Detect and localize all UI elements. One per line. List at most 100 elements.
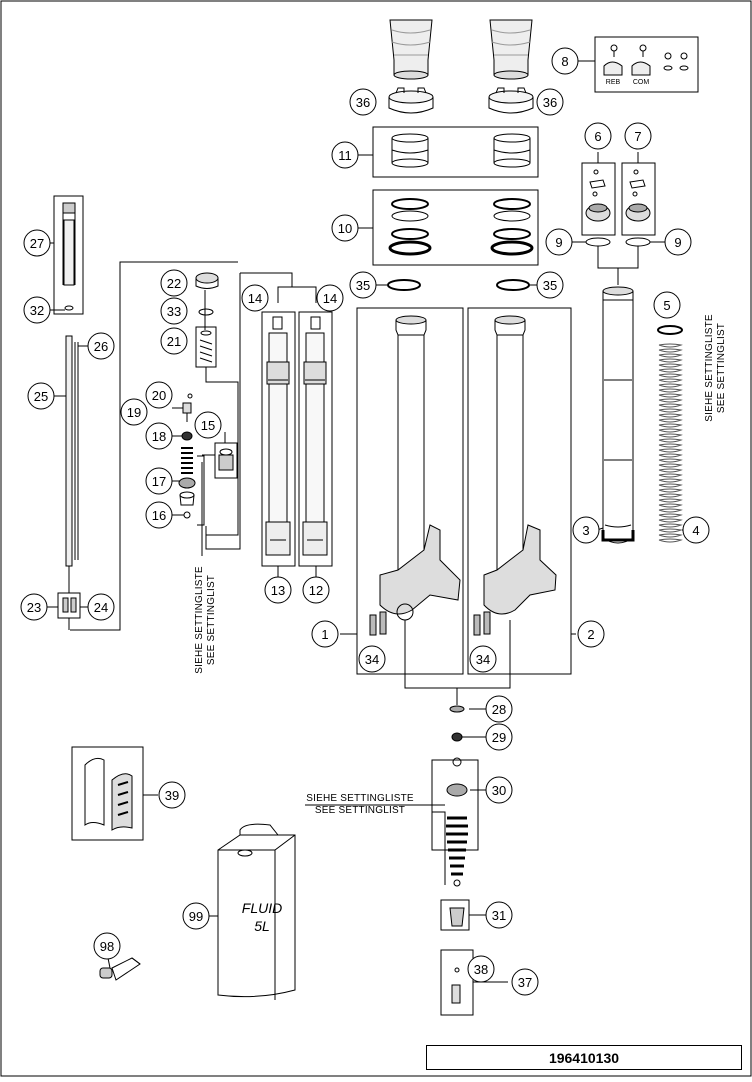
leader-20 — [205, 367, 239, 536]
setting-note-right-de: SIEHE SETTINGLISTE — [704, 314, 715, 422]
callout-label-c17: 17 — [152, 474, 166, 489]
callout-circle-c10 — [331, 214, 359, 242]
fork-protector-39 — [84, 757, 133, 831]
leader-6-7 — [597, 152, 639, 163]
callout-label-c20: 20 — [152, 388, 166, 403]
nut-16 — [183, 511, 191, 519]
cartridge-tube — [601, 286, 635, 544]
setting-note-vertical-en: SEE SETTINGLIST — [206, 575, 217, 665]
callout-circle-c28 — [485, 695, 513, 723]
callout-label-c9b: 9 — [674, 235, 681, 250]
callout-circle-c18 — [145, 422, 173, 450]
callout-circle-c13 — [264, 576, 292, 604]
callout-label-c12: 12 — [309, 583, 323, 598]
callout-label-c36b: 36 — [543, 95, 557, 110]
leader-9 — [572, 241, 665, 285]
bottom-valve-stack — [431, 705, 508, 1016]
callout-label-c4: 4 — [692, 523, 699, 538]
callout-label-c38: 38 — [474, 962, 488, 977]
callout-circle-c20 — [145, 381, 173, 409]
leader-98 — [107, 957, 111, 969]
inner-tubes — [265, 316, 328, 556]
callout-label-c3: 3 — [582, 523, 589, 538]
setting-note-bottom-de: SIEHE SETTINGLISTE — [306, 793, 414, 804]
callout-label-c23: 23 — [27, 600, 41, 615]
callout-label-c35a: 35 — [356, 278, 370, 293]
callout-circle-c38 — [467, 955, 495, 983]
callout-label-c34a: 34 — [365, 652, 379, 667]
nut-22 — [195, 272, 219, 289]
callout-circle-c30 — [485, 776, 513, 804]
callout-circle-c1 — [311, 620, 339, 648]
callout-circle-c8 — [551, 47, 579, 75]
callout-circle-c5 — [653, 291, 681, 319]
callout-circle-c31 — [485, 901, 513, 929]
callout-circle-c23 — [20, 593, 48, 621]
callout-label-c33: 33 — [167, 304, 181, 319]
callout-circle-c15 — [194, 411, 222, 439]
callout-label-c37: 37 — [518, 975, 532, 990]
callout-label-c2: 2 — [587, 627, 594, 642]
leader-12-13 — [277, 566, 317, 578]
callout-circle-c2 — [577, 620, 605, 648]
adjuster-knobs — [603, 44, 689, 76]
callout-label-c32: 32 — [30, 303, 44, 318]
callout-circle-c33 — [160, 297, 188, 325]
callout-label-c25: 25 — [34, 389, 48, 404]
fluid-can — [217, 823, 296, 1000]
callout-label-c39: 39 — [165, 788, 179, 803]
outer-tube-right — [473, 315, 557, 636]
valve-body — [179, 491, 195, 506]
callout-label-c19: 19 — [127, 405, 141, 420]
seal-ring-right — [496, 279, 530, 291]
callout-circle-c35a — [349, 271, 377, 299]
callout-label-c8: 8 — [561, 54, 568, 69]
seal-18 — [181, 431, 193, 441]
callout-circle-c34b — [469, 645, 497, 673]
oring-33 — [198, 308, 214, 316]
callout-label-c15: 15 — [201, 418, 215, 433]
callout-circle-c36a — [349, 88, 377, 116]
callout-label-c11: 11 — [338, 148, 352, 163]
callout-circle-c27 — [23, 229, 51, 257]
leader-25-26 — [54, 345, 88, 397]
com-label: COM — [633, 79, 650, 86]
callout-label-c14a: 14 — [248, 291, 262, 306]
box-outer-tube-left — [356, 307, 464, 675]
callout-circle-c36b — [536, 88, 564, 116]
fluid-volume-label: 5L — [254, 918, 270, 934]
setting-note-vertical-de: SIEHE SETTINGLISTE — [194, 566, 205, 674]
cartridge-heads — [585, 169, 651, 222]
leader-bottom-valve — [404, 620, 511, 705]
fork-cap-left — [388, 19, 434, 114]
oring-9-right — [625, 237, 651, 247]
callout-label-c34b: 34 — [476, 652, 490, 667]
callout-circle-c4 — [682, 516, 710, 544]
box-head-7 — [621, 162, 656, 236]
callout-label-c10: 10 — [338, 221, 352, 236]
fluid-label: FLUID — [242, 900, 282, 916]
valve-23-24 — [62, 597, 77, 613]
callout-circle-c35b — [536, 271, 564, 299]
callout-circle-c3 — [572, 516, 600, 544]
damping-rod — [65, 335, 79, 567]
callout-label-c16: 16 — [152, 508, 166, 523]
callout-circle-c7 — [624, 122, 652, 150]
callout-label-c98: 98 — [100, 939, 114, 954]
fork-spring — [658, 343, 683, 543]
leader-23-24 — [44, 566, 88, 630]
part-27 — [62, 202, 76, 311]
callout-label-c1: 1 — [321, 627, 328, 642]
leader-27-32 — [46, 242, 65, 311]
oring-9-left — [585, 237, 611, 247]
reb-label: REB — [606, 79, 621, 86]
callout-circle-c37 — [511, 968, 539, 996]
callout-label-c30: 30 — [492, 783, 506, 798]
box-valve-15 — [214, 442, 238, 479]
valve-15 — [218, 448, 234, 471]
callout-circle-c24 — [87, 593, 115, 621]
box-23-24 — [57, 592, 81, 619]
setting-note-bottom-en: SEE SETTINGLIST — [315, 805, 405, 816]
